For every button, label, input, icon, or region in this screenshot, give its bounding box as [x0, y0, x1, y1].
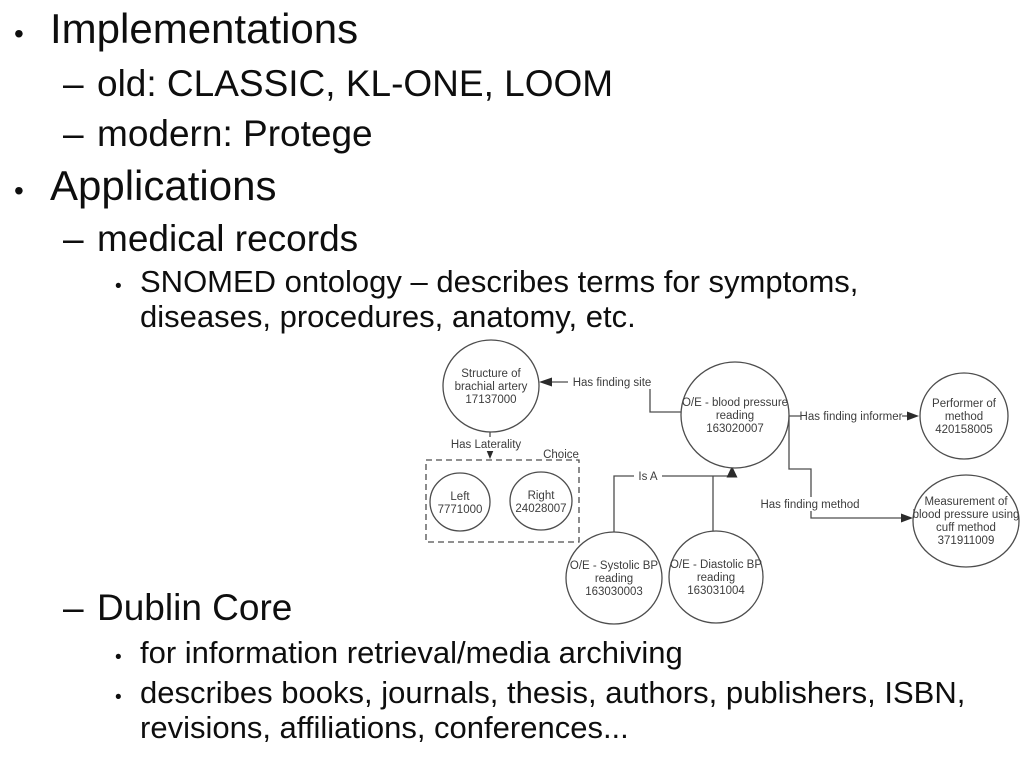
node-right: Right 24028007: [509, 471, 573, 531]
edge-is-a: [613, 466, 738, 532]
arrowhead-right-icon: [901, 513, 913, 523]
edge-label-has-finding-site: Has finding site: [573, 377, 652, 389]
outline-item-snomed: • SNOMED ontology – describes terms for …: [115, 264, 858, 334]
node-label-line: reading: [697, 572, 735, 584]
label-backing: [568, 375, 657, 389]
node-brachial-artery: Structure of brachial artery 17137000: [442, 339, 540, 433]
node-label-line: Structure of: [461, 368, 521, 380]
outline-item-describes-books: • describes books, journals, thesis, aut…: [115, 675, 965, 745]
node-label-line: O/E - Diastolic BP: [670, 559, 762, 571]
outline-text: medical records: [97, 218, 359, 259]
outline-text: SNOMED ontology – describes terms for sy…: [140, 264, 858, 334]
dash-icon: –: [63, 63, 84, 104]
node-label-line: Right: [528, 490, 556, 502]
arrowhead-up-icon: [726, 466, 738, 478]
node-label-line: 371911009: [938, 535, 995, 547]
node-measurement: Measurement of blood pressure using cuff…: [912, 474, 1020, 568]
outline-item-dublin-core: – Dublin Core: [63, 589, 292, 626]
edge-label-is-a: Is A: [638, 471, 658, 483]
outline-text-line: describes books, journals, thesis, autho…: [140, 675, 966, 710]
outline-item-old-systems: – old: CLASSIC, KL-ONE, LOOM: [63, 65, 613, 102]
arrowhead-left-icon: [539, 377, 552, 387]
outline-text: modern: Protege: [97, 113, 373, 154]
node-label-line: cuff method: [936, 522, 996, 534]
node-label-line: 163031004: [687, 585, 745, 597]
bullet-icon: •: [115, 647, 122, 668]
node-label-line: reading: [716, 410, 754, 422]
dash-icon: –: [63, 218, 84, 259]
outline-text: Dublin Core: [97, 587, 293, 628]
label-backing: [801, 409, 902, 423]
node-systolic: O/E - Systolic BP reading 163030003: [565, 531, 663, 625]
node-label-line: O/E - Systolic BP: [570, 560, 659, 572]
node-label-line: 420158005: [935, 424, 993, 436]
outline-text-line: SNOMED ontology – describes terms for sy…: [140, 264, 859, 299]
node-label-line: method: [945, 411, 983, 423]
node-label-line: 163030003: [585, 586, 643, 598]
edge-has-finding-method: [788, 416, 913, 523]
label-backing: [634, 469, 662, 483]
node-label-line: 7771000: [438, 504, 483, 516]
outline-text: Implementations: [50, 5, 359, 52]
label-backing: [447, 437, 526, 451]
node-label-line: Performer of: [932, 398, 997, 410]
node-left: Left 7771000: [429, 472, 491, 532]
node-label-line: 24028007: [515, 503, 566, 515]
label-backing: [762, 497, 859, 511]
node-diastolic: O/E - Diastolic BP reading 163031004: [668, 530, 764, 624]
arrowhead-right-icon: [907, 411, 919, 421]
node-label-line: 163020007: [706, 423, 764, 435]
outline-text-line: revisions, affiliations, conferences...: [140, 710, 629, 745]
edge-label-has-laterality: Has Laterality: [451, 439, 522, 451]
outline-item-implementations: • Implementations: [14, 8, 358, 50]
node-label-line: blood pressure using: [913, 509, 1020, 521]
outline-item-information-retrieval: • for information retrieval/media archiv…: [115, 637, 683, 668]
node-performer: Performer of method 420158005: [919, 372, 1009, 460]
choice-group-box: [425, 459, 580, 543]
outline-text: describes books, journals, thesis, autho…: [140, 675, 965, 745]
outline-item-medical-records: – medical records: [63, 220, 358, 257]
outline-item-modern-protege: – modern: Protege: [63, 115, 373, 152]
edge-label-has-finding-method: Has finding method: [760, 499, 859, 511]
outline-text: Applications: [50, 162, 277, 209]
bullet-icon: •: [14, 175, 24, 206]
outline-text: for information retrieval/media archivin…: [140, 635, 683, 670]
choice-label: Choice: [543, 449, 579, 461]
bullet-icon: •: [14, 18, 24, 49]
node-label-line: reading: [595, 573, 633, 585]
node-bp-reading: O/E - blood pressure reading 163020007: [680, 361, 790, 469]
node-label-line: O/E - blood pressure: [682, 397, 788, 409]
edge-label-has-finding-informer: Has finding informer: [800, 411, 903, 423]
node-label-line: Left: [450, 491, 470, 503]
bullet-icon: •: [115, 276, 122, 297]
outline-text: old: CLASSIC, KL-ONE, LOOM: [97, 63, 614, 104]
dash-icon: –: [63, 587, 84, 628]
outline-text-line: diseases, procedures, anatomy, etc.: [140, 299, 636, 334]
node-label-line: 17137000: [465, 394, 516, 406]
bullet-icon: •: [115, 687, 122, 708]
outline-item-applications: • Applications: [14, 165, 276, 207]
dash-icon: –: [63, 113, 84, 154]
node-label-line: brachial artery: [455, 381, 528, 393]
node-label-line: Measurement of: [924, 496, 1008, 508]
